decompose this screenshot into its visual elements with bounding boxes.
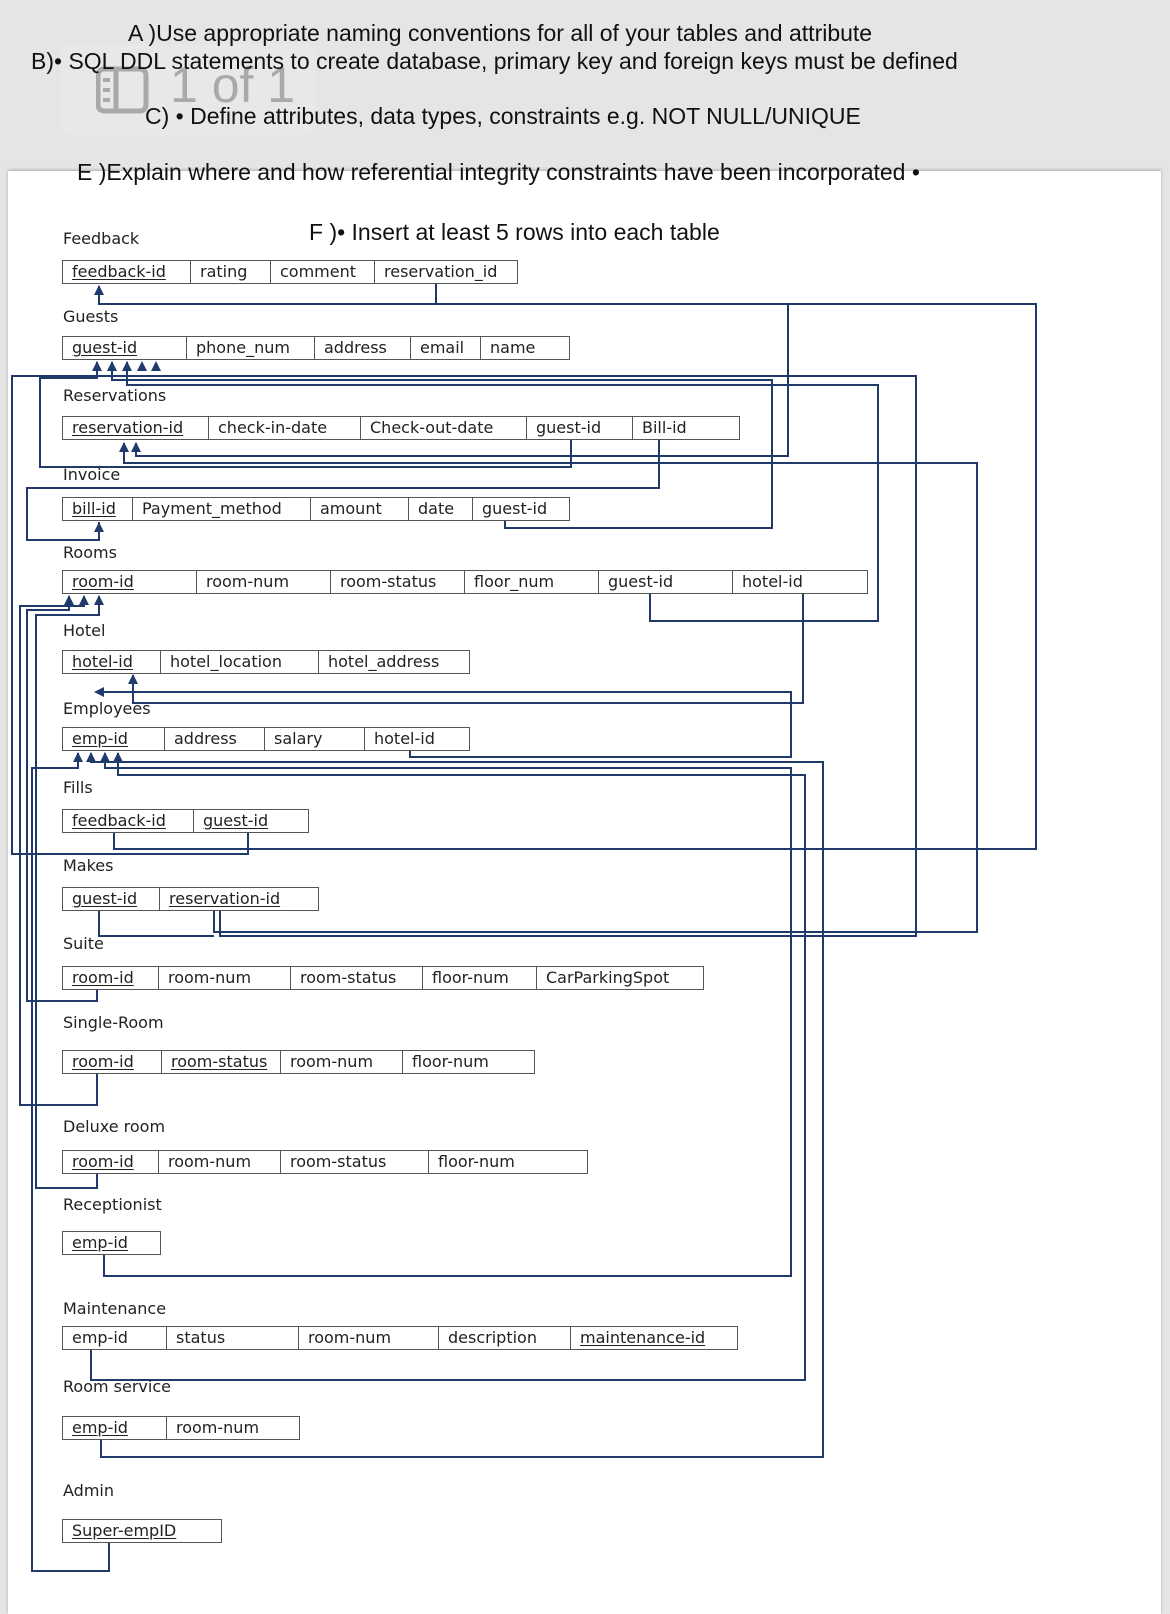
field-employees-emp-id: emp-id [63,728,165,750]
field-reservations-check-out-date: Check-out-date [361,417,527,439]
field-invoice-bill-id: bill-id [63,498,133,520]
field-suite-floor-num: floor-num [423,967,537,989]
field-guests-phone-num: phone_num [187,337,315,359]
page-count-badge: 1 of 1 [60,44,316,136]
field-reservations-bill-id: Bill-id [642,418,687,437]
field-rooms-floor-num: floor_num [465,571,599,593]
field-room-service-emp-id: emp-id [63,1417,167,1439]
field-reservations-guest-id: guest-id [527,417,633,439]
field-reservations-check-in-date: check-in-date [209,417,361,439]
instruction-e: E )Explain where and how referential int… [77,159,920,185]
table-title-admin: Admin [63,1481,114,1500]
field-maintenance-room-num: room-num [299,1327,439,1349]
field-maintenance-emp-id: emp-id [63,1327,167,1349]
table-title-hotel: Hotel [63,621,106,640]
field-suite-room-status: room-status [291,967,423,989]
table-title-deluxe-room: Deluxe room [63,1117,166,1136]
document-pages-icon [96,66,149,114]
field-makes-guest-id: guest-id [63,888,160,910]
field-rooms-room-status: room-status [331,571,465,593]
field-makes-reservation-id: reservation-id [169,889,281,908]
field-feedback-reservation-id: reservation_id [384,262,498,281]
table-title-makes: Makes [63,856,114,875]
field-rooms-guest-id: guest-id [599,571,733,593]
field-feedback-feedback-id: feedback-id [63,261,191,283]
field-guests-address: address [315,337,411,359]
table-title-maintenance: Maintenance [63,1299,167,1318]
field-deluxe-room-room-status: room-status [281,1151,429,1173]
field-suite-room-id: room-id [63,967,159,989]
table-title-invoice: Invoice [63,465,121,484]
field-single-room-floor-num: floor-num [412,1052,489,1071]
field-fills-guest-id: guest-id [203,811,269,830]
table-admin: Super-empID [62,1519,222,1543]
field-hotel-hotel-id: hotel-id [63,651,161,673]
table-title-fills: Fills [63,778,93,797]
field-maintenance-status: status [167,1327,299,1349]
field-single-room-room-status: room-status [162,1051,281,1073]
field-admin-super-empid: Super-empID [72,1521,177,1540]
field-rooms-room-id: room-id [63,571,197,593]
field-maintenance-description: description [439,1327,571,1349]
field-suite-carparkingspot: CarParkingSpot [546,968,670,987]
field-guests-email: email [411,337,481,359]
field-room-service-room-num: room-num [176,1418,260,1437]
field-feedback-rating: rating [191,261,271,283]
table-title-guests: Guests [63,307,119,326]
field-invoice-date: date [409,498,473,520]
field-invoice-guest-id: guest-id [482,499,548,518]
field-maintenance-maintenance-id: maintenance-id [580,1328,706,1347]
field-invoice-amount: amount [311,498,409,520]
field-deluxe-room-room-id: room-id [63,1151,159,1173]
field-reservations-reservation-id: reservation-id [63,417,209,439]
instruction-f: F )• Insert at least 5 rows into each ta… [309,219,720,245]
table-room-service: emp-id room-num [62,1416,300,1440]
field-guests-guest-id: guest-id [63,337,187,359]
table-title-receptionist: Receptionist [63,1195,162,1214]
table-title-single-room: Single-Room [63,1013,164,1032]
field-employees-hotel-id: hotel-id [374,729,435,748]
table-title-feedback: Feedback [63,229,140,248]
field-employees-salary: salary [265,728,365,750]
instruction-a: A )Use appropriate naming conventions fo… [128,20,873,46]
field-feedback-comment: comment [271,261,375,283]
field-hotel-hotel-address: hotel_address [328,652,440,671]
table-title-employees: Employees [63,699,151,718]
field-rooms-hotel-id: hotel-id [742,572,803,591]
field-employees-address: address [165,728,265,750]
field-deluxe-room-room-num: room-num [159,1151,281,1173]
field-invoice-payment-method: Payment_method [133,498,311,520]
instruction-b: B)• SQL DDL statements to create databas… [31,48,958,74]
field-single-room-room-num: room-num [281,1051,403,1073]
field-suite-room-num: room-num [159,967,291,989]
table-title-room-service: Room service [63,1377,171,1396]
instruction-c: C) • Define attributes, data types, cons… [145,103,861,129]
field-deluxe-room-floor-num: floor-num [438,1152,515,1171]
table-title-rooms: Rooms [63,543,117,562]
table-title-suite: Suite [63,934,104,953]
field-rooms-room-num: room-num [197,571,331,593]
page-count-text: 1 of 1 [170,57,296,113]
field-single-room-room-id: room-id [63,1051,162,1073]
field-hotel-hotel-location: hotel_location [161,651,319,673]
table-fills: feedback-id guest-id [62,809,309,833]
field-fills-feedback-id: feedback-id [63,810,194,832]
table-makes: guest-id reservation-id [62,887,319,911]
field-guests-name: name [490,338,536,357]
field-receptionist-emp-id: emp-id [72,1233,128,1252]
table-title-reservations: Reservations [63,386,167,405]
table-receptionist: emp-id [62,1231,161,1255]
